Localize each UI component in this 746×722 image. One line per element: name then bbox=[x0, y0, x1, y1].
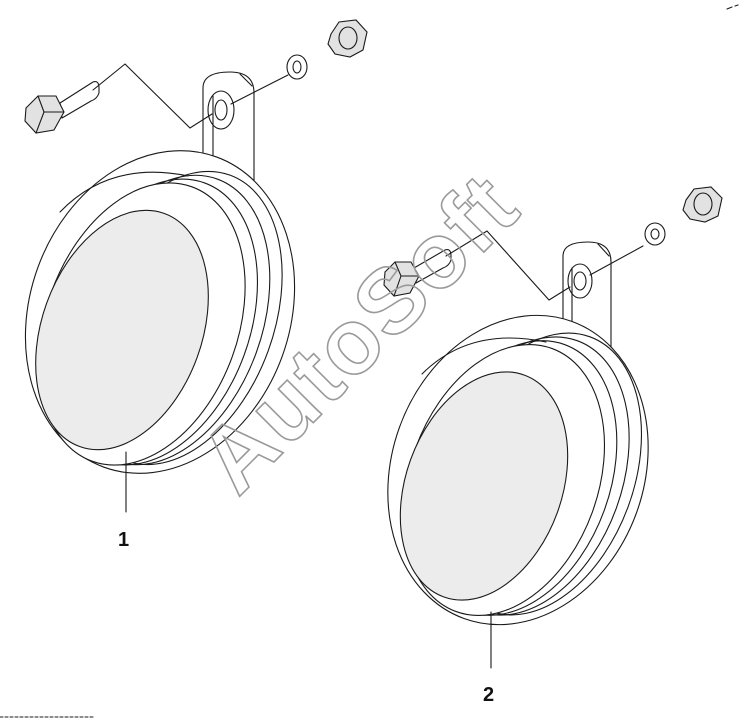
horn-left-assembly: 1 bbox=[24, 19, 368, 551]
horn-left-washer bbox=[286, 54, 308, 80]
horn-right-body bbox=[387, 314, 649, 626]
callout-2-label: 2 bbox=[483, 684, 494, 706]
horn-left-body bbox=[24, 150, 296, 474]
horn-right-lens bbox=[399, 371, 569, 601]
horn-left-assembly-line bbox=[92, 63, 289, 129]
callout-1-label: 1 bbox=[118, 529, 129, 551]
horn-right-nut bbox=[682, 186, 723, 223]
horn-right-washer bbox=[644, 222, 666, 246]
corner-mark bbox=[726, 4, 739, 10]
horn-right-assembly: 2 bbox=[383, 186, 723, 706]
horn-left-lens bbox=[35, 209, 209, 451]
horn-right-assembly-line bbox=[445, 230, 644, 301]
horn-right-bolt bbox=[383, 249, 452, 297]
horn-left-nut bbox=[327, 19, 368, 58]
horn-left-bolt bbox=[24, 81, 100, 134]
